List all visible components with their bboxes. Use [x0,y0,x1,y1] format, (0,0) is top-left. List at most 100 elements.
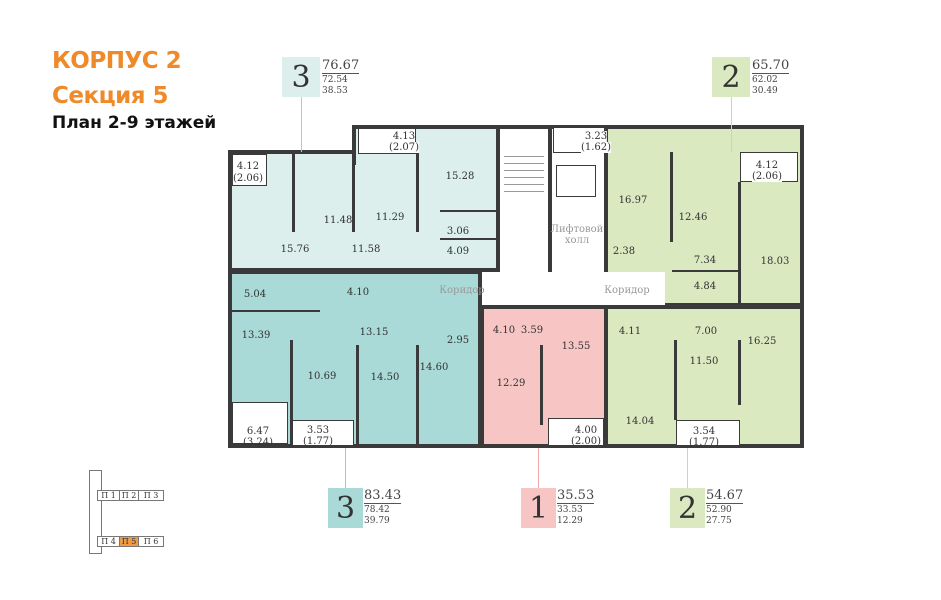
room-area: (2.00) [570,436,602,447]
room-area: 3.54 [692,426,716,437]
room-area: (1.62) [580,142,612,153]
callout-leader-line [538,448,539,488]
apartment-rooms-badge: 3 [282,57,320,97]
floor-plan-title: План 2-9 этажей [52,113,217,133]
room-area: 2.38 [612,246,636,257]
room-area: 7.34 [693,255,717,266]
room-area: 13.15 [359,327,389,338]
building-outline [101,470,102,554]
living-area: 39.79 [364,516,390,526]
area-without-balcony: 78.42 [364,505,390,515]
room-area: 3.23 [584,131,608,142]
wall [738,340,741,405]
room-area: 10.69 [307,371,337,382]
room-area: 14.04 [625,416,655,427]
room-area: (1.77) [302,436,334,447]
room-area: 14.50 [370,372,400,383]
wall [674,340,677,420]
corridor-label: Коридор [604,285,650,296]
room-area: 18.03 [760,256,790,267]
wall [290,340,293,446]
area-without-balcony: 62.02 [752,75,778,85]
wall [540,345,543,425]
room-area: 14.60 [419,362,449,373]
section-cell[interactable]: П 6 [138,536,164,547]
room-area: 7.00 [694,326,718,337]
room-area: 4.12 [236,161,260,172]
callout-leader-line [345,448,346,488]
room-area: 11.48 [323,215,353,226]
wall [738,182,741,304]
room-area: (2.06) [751,171,783,182]
room-area: 4.10 [492,325,516,336]
lift-hall-label: холл [564,235,590,246]
room-area: 16.97 [618,195,648,206]
room-area: 16.25 [747,336,777,347]
room-area: 11.29 [375,212,405,223]
callout-leader-line [301,97,302,152]
apartment-rooms-badge: 2 [670,488,705,528]
area-without-balcony: 52.90 [706,505,732,515]
room-area: (1.77) [688,437,720,448]
room-area: 5.04 [243,289,267,300]
room-area: 4.00 [574,425,598,436]
room-area: 11.58 [351,244,381,255]
area-without-balcony: 33.53 [557,505,583,515]
room-area: 2.95 [446,335,470,346]
wall [416,152,419,232]
total-area: 65.70 [752,58,790,74]
room-area: 4.12 [755,160,779,171]
area-without-balcony: 72.54 [322,75,348,85]
section-cell-selected[interactable]: П 5 [119,536,139,547]
room-area: 4.13 [392,131,416,142]
wall [356,345,359,445]
apartment-rooms-badge: 2 [712,57,750,97]
wall [292,152,295,232]
room-area: 11.50 [689,356,719,367]
section-title: Секция 5 [52,83,169,109]
room-area: 3.06 [446,226,470,237]
section-cell[interactable]: П 4 [97,536,120,547]
room-area: 12.29 [496,378,526,389]
room-area: 3.53 [306,425,330,436]
apartment-rooms-badge: 3 [328,488,363,528]
room-area: 13.55 [561,341,591,352]
callout-leader-line [731,97,732,152]
balcony [292,420,354,446]
stairs [504,150,544,195]
wall [416,345,419,445]
section-cell[interactable]: П 2 [119,490,139,501]
wall [440,210,498,212]
living-area: 12.29 [557,516,583,526]
callout-leader-line [687,448,688,488]
room-area: 15.28 [445,171,475,182]
lift-hall-label: Лифтовой [550,224,604,235]
section-cell[interactable]: П 3 [138,490,164,501]
total-area: 83.43 [364,488,402,504]
living-area: 30.49 [752,86,778,96]
room-area: (2.06) [232,173,264,184]
total-area: 76.67 [322,58,360,74]
total-area: 54.67 [706,488,744,504]
apartment-rooms-badge: 1 [521,488,556,528]
section-cell[interactable]: П 1 [97,490,120,501]
room-area: 4.11 [618,326,642,337]
room-area: 12.46 [678,212,708,223]
living-area: 27.75 [706,516,732,526]
building-title: КОРПУС 2 [52,48,182,74]
corridor-label: Коридор [439,285,485,296]
room-area: 13.39 [241,330,271,341]
wall [352,152,355,232]
building-outline [89,470,102,554]
total-area: 35.53 [557,488,595,504]
wall [230,310,320,312]
room-area: 4.10 [346,287,370,298]
balcony [676,420,740,446]
balcony [232,402,288,444]
room-area: 15.76 [280,244,310,255]
